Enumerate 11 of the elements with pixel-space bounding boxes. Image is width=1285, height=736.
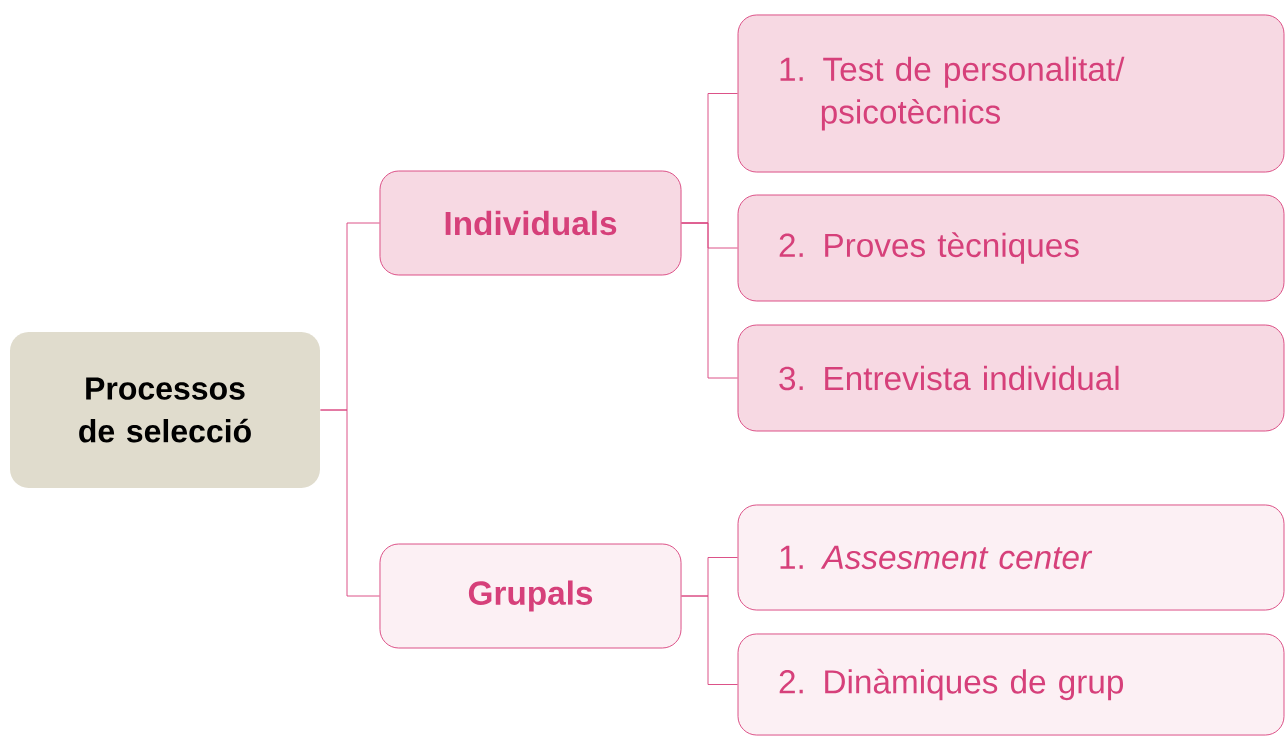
category-box: Grupals xyxy=(379,543,682,649)
root-box: Processos de selecció xyxy=(10,332,320,488)
connector xyxy=(681,222,738,379)
item-box: 3. Entrevista individual xyxy=(737,324,1285,432)
category-box: Individuals xyxy=(379,170,682,276)
item-box: 2. Proves tècniques xyxy=(737,194,1285,302)
connector xyxy=(681,595,738,685)
item-box: 2. Dinàmiques de grup xyxy=(737,633,1285,736)
item-box: 1. Assesment center xyxy=(737,504,1285,611)
item-box: 1. Test de personalitat/ psicotècnics xyxy=(737,14,1285,173)
connector xyxy=(320,409,380,597)
